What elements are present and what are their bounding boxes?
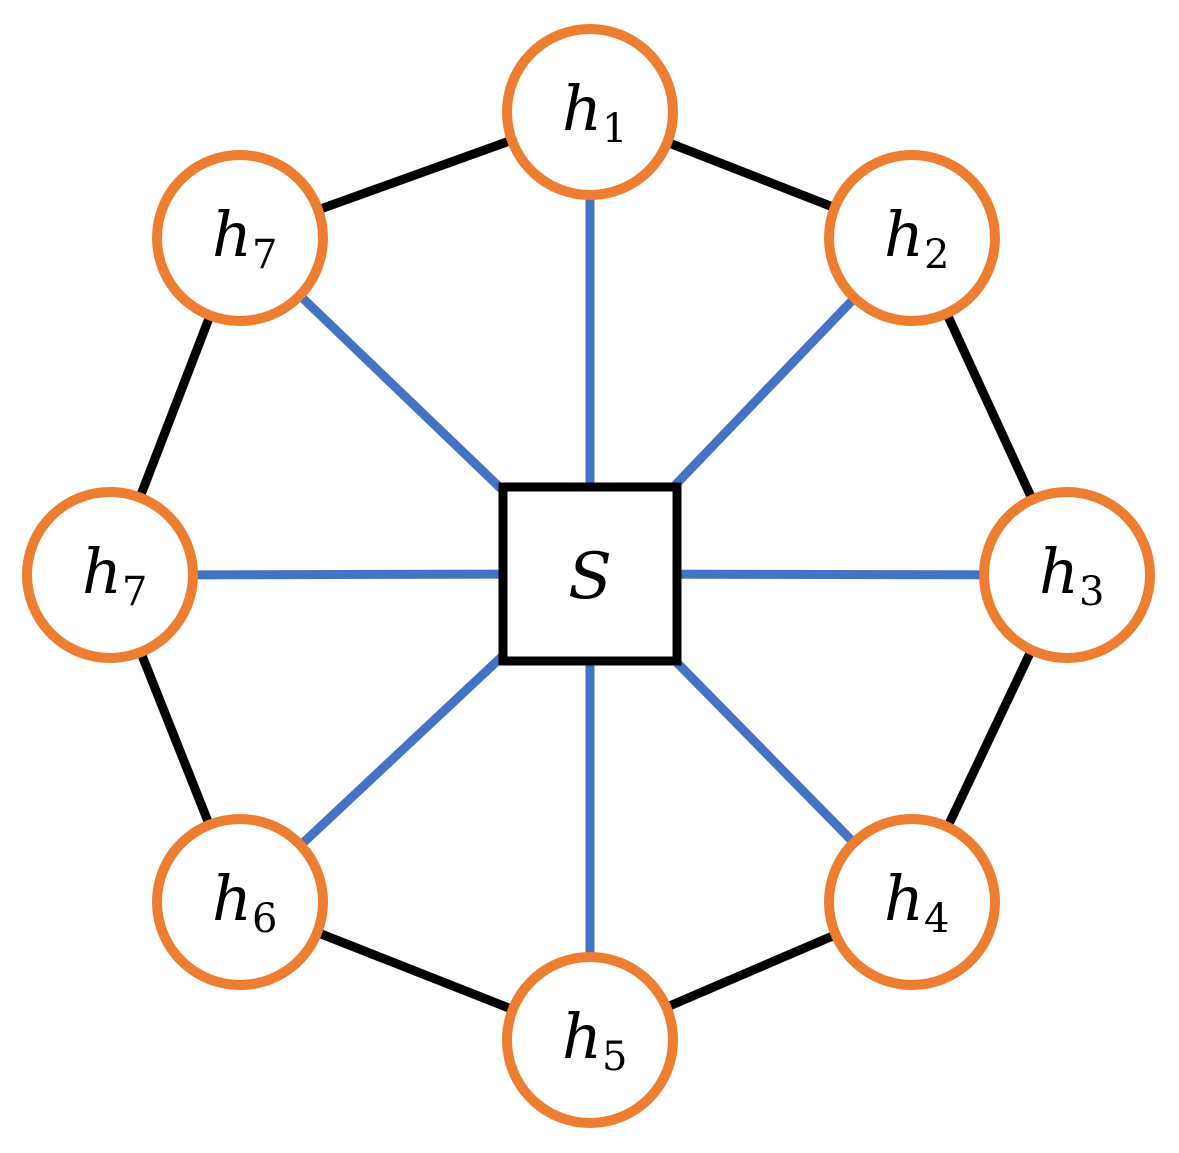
node-label-bottom-left: h6	[212, 862, 277, 942]
node-right: h3	[979, 487, 1155, 663]
node-top-right: h2	[824, 150, 1000, 326]
node-subscript-top-right: 2	[924, 232, 949, 278]
ring-nodes: h1 h2 h3 h4 h5 h6 h7 h7	[22, 24, 1155, 1128]
hub-label: S	[568, 540, 612, 614]
node-subscript-left: 7	[122, 569, 147, 615]
node-circle-bottom-right	[824, 814, 1000, 990]
node-circle-right	[979, 487, 1155, 663]
node-label-bottom: h5	[562, 1000, 627, 1080]
node-subscript-bottom: 5	[602, 1034, 627, 1080]
node-top-left: h7	[152, 150, 328, 326]
node-bottom-left: h6	[152, 814, 328, 990]
node-subscript-top-left: 7	[252, 232, 277, 278]
node-subscript-bottom-right: 4	[924, 896, 949, 942]
node-circle-bottom-left	[152, 814, 328, 990]
hub-box	[498, 482, 682, 666]
node-circle-left	[22, 487, 198, 663]
hub-node: S	[498, 482, 682, 666]
node-subscript-right: 3	[1079, 569, 1104, 615]
node-circle-top	[502, 24, 678, 200]
node-top: h1	[502, 24, 678, 200]
node-subscript-bottom-left: 6	[252, 896, 277, 942]
node-circle-top-left	[152, 150, 328, 326]
node-bottom: h5	[502, 952, 678, 1128]
node-label-top-left: h7	[212, 198, 277, 278]
node-circle-bottom	[502, 952, 678, 1128]
node-subscript-top: 1	[602, 106, 627, 152]
node-circle-top-right	[824, 150, 1000, 326]
node-bottom-right: h4	[824, 814, 1000, 990]
node-left: h7	[22, 487, 198, 663]
